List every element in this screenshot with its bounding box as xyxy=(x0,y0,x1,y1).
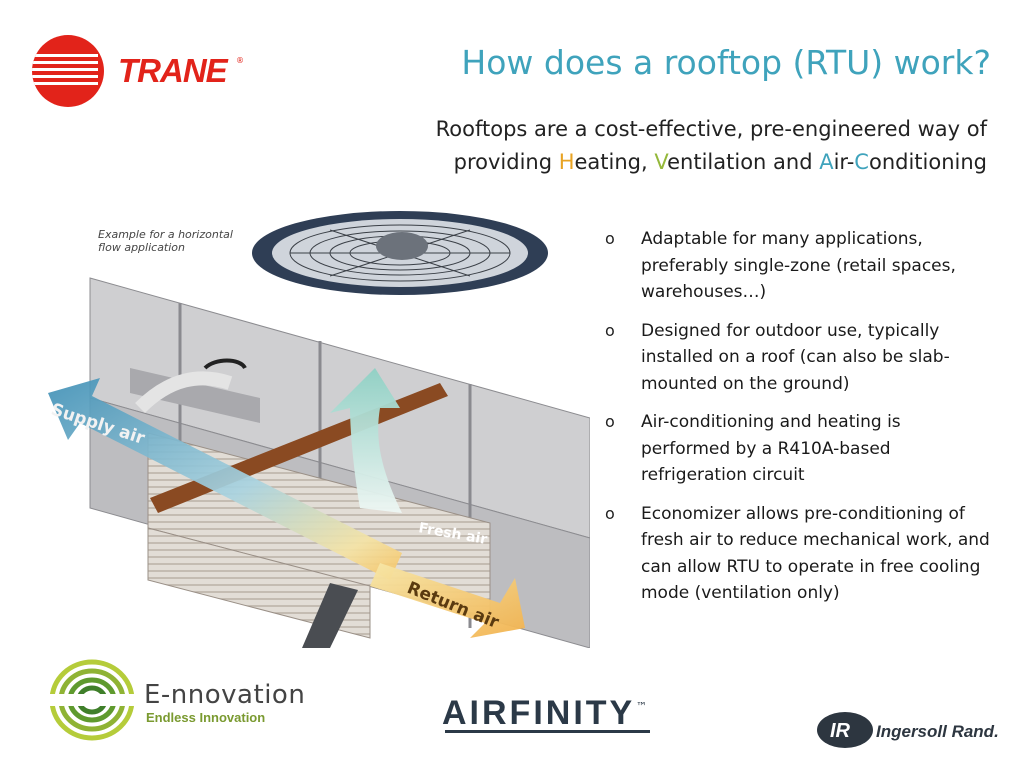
subtitle-text: onditioning xyxy=(868,150,987,174)
list-item: o Designed for outdoor use, typically in… xyxy=(605,318,995,398)
subtitle: Rooftops are a cost-effective, pre-engin… xyxy=(347,113,987,179)
trademark-mark: ™ xyxy=(636,700,647,713)
bullet-marker: o xyxy=(605,229,615,248)
rtu-illustration: Supply air Fresh air Return air xyxy=(48,211,590,648)
fan-assembly xyxy=(252,211,548,295)
bullet-marker: o xyxy=(605,412,615,431)
highlight-h: H xyxy=(558,150,575,174)
bullet-list: o Adaptable for many applications, prefe… xyxy=(605,226,995,619)
subtitle-text: ir- xyxy=(833,150,855,174)
highlight-c: C xyxy=(854,150,869,174)
page-title: How does a rooftop (RTU) work? xyxy=(461,43,991,82)
bullet-text: Economizer allows pre-conditioning of fr… xyxy=(641,503,990,604)
bullet-marker: o xyxy=(605,320,615,340)
airfinity-wordmark: AIRFINITY xyxy=(442,694,636,732)
ennovation-tagline: Endless Innovation xyxy=(146,710,266,725)
support-post xyxy=(302,583,358,648)
svg-text:IR: IR xyxy=(830,720,851,742)
subtitle-line-1: Rooftops are a cost-effective, pre-engin… xyxy=(435,117,987,141)
ingersoll-rand-emblem: IR xyxy=(817,712,873,748)
list-item: o Air-conditioning and heating is perfor… xyxy=(605,409,995,489)
subtitle-text: providing xyxy=(453,150,559,174)
trane-logo xyxy=(32,35,104,107)
subtitle-text: entilation and xyxy=(667,150,820,174)
list-item: o Adaptable for many applications, prefe… xyxy=(605,226,995,306)
brand-name: TRANE xyxy=(118,52,228,89)
bullet-marker: o xyxy=(605,503,615,523)
ennovation-wordmark: E-nnovation xyxy=(144,680,306,710)
ingersoll-rand-wordmark: Ingersoll Rand. xyxy=(876,722,999,741)
subtitle-text: eating, xyxy=(574,150,655,174)
airfinity-underline xyxy=(445,730,650,733)
registered-mark: ® xyxy=(236,56,244,65)
pipes xyxy=(135,358,247,414)
ennovation-logo xyxy=(44,659,144,741)
bullet-text: Adaptable for many applications, prefera… xyxy=(641,229,956,302)
bullet-text: Air-conditioning and heating is performe… xyxy=(641,412,901,485)
list-item: o Economizer allows pre-conditioning of … xyxy=(605,501,995,607)
highlight-v: V xyxy=(654,150,668,174)
highlight-a: A xyxy=(819,150,834,174)
subtitle-line-2: providing Heating, Ventilation and Air-C… xyxy=(347,146,987,179)
bullet-text: Designed for outdoor use, typically inst… xyxy=(641,320,950,394)
example-note: Example for a horizontal flow applicatio… xyxy=(98,228,233,254)
